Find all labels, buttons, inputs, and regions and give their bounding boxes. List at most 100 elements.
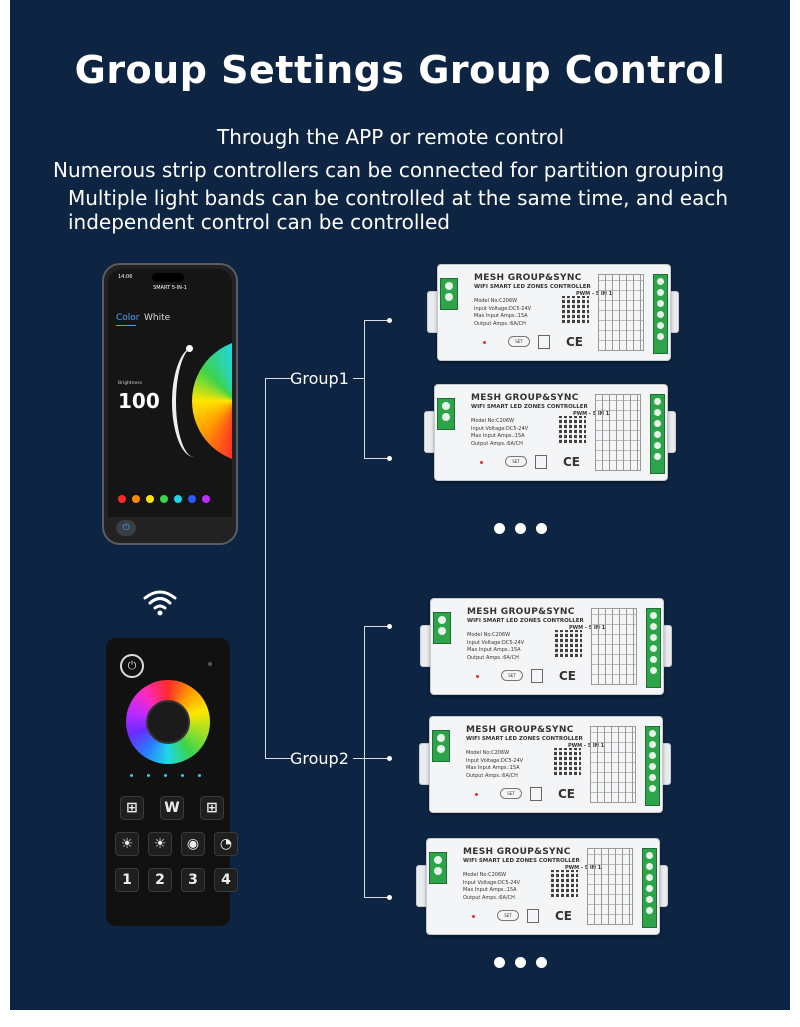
recycle-bin-icon (531, 669, 543, 683)
remote-brightness-up-button[interactable]: ☀ (148, 832, 172, 856)
controller-type: PWM - 5 IN 1 (565, 865, 602, 871)
color-swatch[interactable] (188, 495, 196, 503)
output-wiring-table (587, 848, 633, 925)
set-button[interactable]: SET (505, 456, 527, 467)
controller-name: MESH GROUP&SYNC (463, 847, 571, 857)
group1-stub (265, 378, 291, 379)
remote-speed-button[interactable]: ◔ (214, 832, 238, 856)
remote-led (208, 662, 212, 666)
brightness-knob[interactable] (186, 345, 193, 352)
set-button[interactable]: SET (508, 336, 530, 347)
output-wiring-table (598, 274, 644, 351)
ce-mark: CE (558, 787, 576, 801)
output-terminal (653, 274, 668, 354)
input-terminal (433, 612, 451, 644)
phone-bottom-nav: ⏻ (108, 517, 232, 539)
group2-branch-3 (364, 897, 388, 898)
power-icon[interactable]: ⏻ (120, 654, 144, 678)
smartphone-app[interactable]: 14:06 SMART 5-IN-1 Color White Brightnes… (102, 263, 238, 545)
power-icon[interactable]: ⏻ (116, 520, 136, 536)
more-dots-2 (494, 957, 547, 968)
wifi-icon (143, 590, 177, 616)
connector-dot (387, 895, 392, 900)
controller-type: PWM - 5 IN 1 (576, 291, 613, 297)
controller-body: MESH GROUP&SYNC WIFI SMART LED ZONES CON… (434, 384, 668, 481)
qr-code-icon (551, 870, 578, 897)
brightness-label: Brightness (118, 381, 142, 386)
led-controller: MESH GROUP&SYNC WIFI SMART LED ZONES CON… (419, 716, 671, 813)
color-swatch[interactable] (160, 495, 168, 503)
remote-zone-2-button[interactable]: 2 (148, 868, 172, 892)
color-swatch[interactable] (146, 495, 154, 503)
remote-zone-4-button[interactable]: 4 (214, 868, 238, 892)
controller-subtitle: WIFI SMART LED ZONES CONTROLLER (466, 736, 583, 742)
remote-row-1: ⊞ W ⊞ (120, 796, 224, 820)
tab-white[interactable]: White (144, 313, 171, 323)
controller-name: MESH GROUP&SYNC (474, 273, 582, 283)
status-led (476, 675, 479, 678)
ce-mark: CE (566, 335, 584, 349)
controller-body: MESH GROUP&SYNC WIFI SMART LED ZONES CON… (426, 838, 660, 935)
group1-branch-2 (364, 458, 388, 459)
subtitle-line-2: Numerous strip controllers can be connec… (53, 158, 725, 182)
group1-link (353, 378, 365, 379)
phone-header: SMART 5-IN-1 (153, 285, 187, 291)
controller-type: PWM - 5 IN 1 (573, 411, 610, 417)
color-swatch[interactable] (174, 495, 182, 503)
group2-label: Group2 (290, 749, 349, 768)
connector-dot (387, 756, 392, 761)
remote-zone-1-button[interactable]: 1 (115, 868, 139, 892)
led-controller: MESH GROUP&SYNC WIFI SMART LED ZONES CON… (416, 838, 668, 935)
tab-underline (116, 325, 136, 326)
output-terminal (642, 848, 657, 928)
input-terminal (432, 730, 450, 762)
remote-row-3: 1 2 3 4 (115, 868, 238, 892)
group2-stub (265, 758, 291, 759)
color-swatch[interactable] (132, 495, 140, 503)
output-wiring-table (590, 726, 636, 803)
controller-name: MESH GROUP&SYNC (471, 393, 579, 403)
set-button[interactable]: SET (497, 910, 519, 921)
remote-mode-button[interactable]: ◉ (181, 832, 205, 856)
group2-branch-1 (364, 626, 388, 627)
controller-body: MESH GROUP&SYNC WIFI SMART LED ZONES CON… (429, 716, 663, 813)
controller-type: PWM - 5 IN 1 (568, 743, 605, 749)
set-button[interactable]: SET (500, 788, 522, 799)
remote-white-button[interactable]: W (160, 796, 184, 820)
controller-specs: Model No:C206W Input Voltage:DC5-24V Max… (466, 750, 524, 779)
controller-subtitle: WIFI SMART LED ZONES CONTROLLER (467, 618, 584, 624)
output-wiring-table (595, 394, 641, 471)
remote-zone-3-button[interactable]: 3 (181, 868, 205, 892)
output-terminal (645, 726, 660, 806)
color-swatch[interactable] (118, 495, 126, 503)
group2-link (353, 758, 365, 759)
output-terminal (646, 608, 661, 688)
brightness-arc[interactable] (172, 347, 216, 457)
controller-specs: Model No:C206W Input Voltage:DC5-24V Max… (467, 632, 525, 661)
led-controller: MESH GROUP&SYNC WIFI SMART LED ZONES CON… (424, 384, 676, 481)
remote-brightness-down-button[interactable]: ☀ (115, 832, 139, 856)
remote-zone-down-button[interactable]: ⊞ (120, 796, 144, 820)
remote-row-2: ☀ ☀ ◉ ◔ (115, 832, 238, 856)
qr-code-icon (559, 416, 586, 443)
qr-code-icon (562, 296, 589, 323)
recycle-bin-icon (530, 787, 542, 801)
controller-name: MESH GROUP&SYNC (467, 607, 575, 617)
led-controller: MESH GROUP&SYNC WIFI SMART LED ZONES CON… (420, 598, 672, 695)
phone-screen: 14:06 SMART 5-IN-1 Color White Brightnes… (108, 269, 232, 539)
controller-type: PWM - 5 IN 1 (569, 625, 606, 631)
status-led (472, 915, 475, 918)
group2-bracket (364, 626, 365, 898)
status-led (480, 461, 483, 464)
remote-indicator-leds (130, 774, 201, 777)
controller-subtitle: WIFI SMART LED ZONES CONTROLLER (474, 284, 591, 290)
remote-zone-up-button[interactable]: ⊞ (200, 796, 224, 820)
banner: Group Settings Group Control Through the… (10, 0, 790, 1010)
set-button[interactable]: SET (501, 670, 523, 681)
ce-mark: CE (555, 909, 573, 923)
color-swatch[interactable] (202, 495, 210, 503)
trunk-line (265, 378, 266, 758)
tab-color[interactable]: Color (116, 313, 140, 323)
group1-bracket (364, 320, 365, 459)
remote-color-ring[interactable] (126, 680, 210, 764)
